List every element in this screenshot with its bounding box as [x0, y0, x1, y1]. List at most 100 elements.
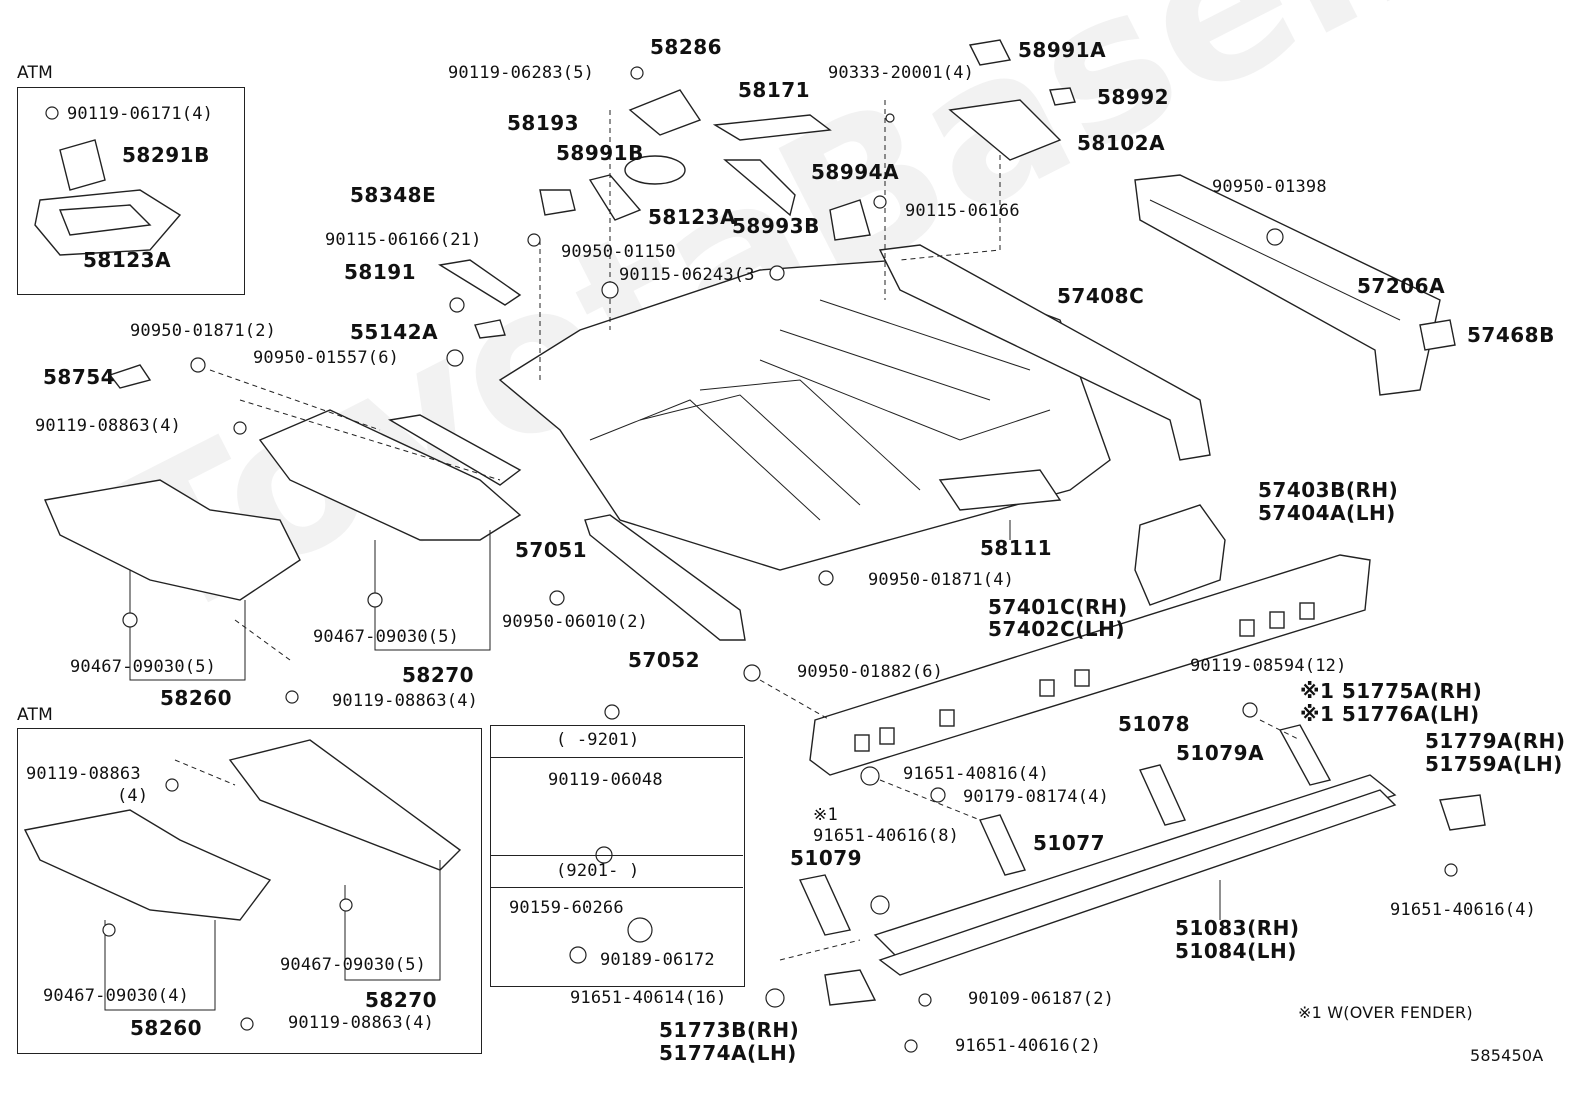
label-90950-01882: 90950-01882(6)	[797, 662, 944, 682]
label-58286: 58286	[650, 35, 723, 59]
label-90109-06187: 90109-06187(2)	[968, 989, 1115, 1009]
bracket-58191	[438, 259, 522, 306]
label-90333-20001: 90333-20001(4)	[828, 63, 975, 83]
label-57468B: 57468B	[1467, 323, 1555, 347]
inset-range-2: (9201- )	[556, 861, 640, 881]
label-90467-09030-b: 90467-09030(5)	[70, 657, 217, 677]
label-51776A: ※1 51776A(LH)	[1300, 702, 1480, 726]
atm-plate-58270	[228, 739, 462, 871]
label-51079: 51079	[790, 846, 863, 870]
label-58191: 58191	[344, 260, 417, 284]
inset-divider-2	[490, 855, 743, 856]
label-58270-a: 58270	[402, 663, 475, 687]
bracket-58993B	[723, 159, 796, 217]
label-57408C: 57408C	[1057, 284, 1145, 308]
member-57408C	[878, 244, 1211, 461]
atm-label-top: ATM	[17, 63, 53, 83]
label-90950-01871-4: 90950-01871(4)	[868, 570, 1015, 590]
label-atm2-qty: (4)	[117, 786, 149, 806]
bar-57052	[584, 514, 746, 641]
label-58994A: 58994A	[811, 160, 900, 184]
label-57051: 57051	[515, 538, 588, 562]
label-51077: 51077	[1033, 831, 1106, 855]
label-91651-40816: 91651-40816(4)	[903, 764, 1050, 784]
plate-58260	[44, 479, 301, 601]
diagram-id: 585450A	[1470, 1046, 1544, 1065]
label-58171: 58171	[738, 78, 811, 102]
end-cap-51773B	[824, 969, 877, 1006]
label-51779A: 51779A(RH)	[1425, 729, 1566, 753]
rail-57206A	[1134, 174, 1441, 396]
step-51083	[873, 774, 1397, 961]
label-58111: 58111	[980, 536, 1053, 560]
label-58348E: 58348E	[350, 183, 437, 207]
bracket-51077	[979, 814, 1026, 876]
ring-58123A	[624, 155, 686, 185]
inset-range-1: ( -9201)	[556, 730, 640, 750]
label-57206A: 57206A	[1357, 274, 1446, 298]
bracket-57403B	[1134, 504, 1226, 606]
label-91651-40616-8: 91651-40616(8)	[813, 826, 960, 846]
bracket-57468B	[1419, 319, 1456, 351]
label-90115-06166: 90115-06166	[905, 201, 1020, 221]
label-58260-a: 58260	[160, 686, 233, 710]
footnote: ※1 W(OVER FENDER)	[1298, 1003, 1473, 1022]
label-58993B: 58993B	[732, 214, 820, 238]
label-atm2-90119-08863-4: 90119-08863(4)	[288, 1013, 435, 1033]
inset-part-90159-60266: 90159-60266	[509, 898, 624, 918]
label-51079A: 51079A	[1176, 741, 1265, 765]
label-58123A-top: 58123A	[648, 205, 737, 229]
atm-label-bottom: ATM	[17, 705, 53, 725]
inset-part-90189-06172: 90189-06172	[600, 950, 715, 970]
inset-part-90119-06048: 90119-06048	[548, 770, 663, 790]
label-51774A: 51774A(LH)	[659, 1041, 797, 1065]
label-57404A: 57404A(LH)	[1258, 501, 1396, 525]
label-atm2-90467-09030-4: 90467-09030(4)	[43, 986, 190, 1006]
label-atm2-58270: 58270	[365, 988, 438, 1012]
label-51083: 51083(RH)	[1175, 916, 1300, 940]
label-atm2-90467-09030-5: 90467-09030(5)	[280, 955, 427, 975]
label-90950-01557: 90950-01557(6)	[253, 348, 400, 368]
label-57052: 57052	[628, 648, 701, 672]
label-90115-06166-21: 90115-06166(21)	[325, 230, 482, 250]
label-91651-40616-2: 91651-40616(2)	[955, 1036, 1102, 1056]
label-atm-58291B: 58291B	[122, 143, 210, 167]
bracket-55142A	[474, 319, 506, 339]
plate-58270	[258, 409, 522, 541]
atm-top-parts	[34, 139, 182, 256]
fasteners	[45, 66, 1458, 1053]
label-58991A: 58991A	[1018, 38, 1107, 62]
inset-divider-3	[490, 887, 743, 888]
label-90950-06010: 90950-06010(2)	[502, 612, 649, 632]
label-90467-09030-a: 90467-09030(5)	[313, 627, 460, 647]
bracket-58193	[539, 189, 576, 216]
label-90115-06243: 90115-06243(3	[619, 265, 755, 285]
bracket-58991B	[588, 174, 642, 221]
bar-57051	[387, 414, 522, 486]
end-cap-51779A	[1439, 794, 1486, 831]
bracket-58992	[1049, 87, 1076, 106]
label-atm2-58260: 58260	[130, 1016, 203, 1040]
plate-58102A	[948, 99, 1062, 161]
label-note1: ※1	[813, 805, 838, 825]
label-90119-08863-b: 90119-08863(4)	[332, 691, 479, 711]
label-90179-08174: 90179-08174(4)	[963, 787, 1110, 807]
label-90119-08594: 90119-08594(12)	[1190, 656, 1347, 676]
label-58754: 58754	[43, 365, 116, 389]
label-57402C: 57402C(LH)	[988, 617, 1126, 641]
bracket-51078	[1139, 764, 1186, 826]
label-90119-06283: 90119-06283(5)	[448, 63, 595, 83]
inset-divider-1	[490, 757, 743, 758]
atm-plate-58260	[23, 809, 272, 921]
atm-box-bottom	[17, 728, 482, 1054]
boot-58286	[628, 89, 702, 136]
label-57401C: 57401C(RH)	[988, 595, 1128, 619]
label-90950-01150: 90950-01150	[561, 242, 676, 262]
atm-box-top	[17, 87, 245, 295]
label-58193: 58193	[507, 111, 580, 135]
label-51773B: 51773B(RH)	[659, 1018, 800, 1042]
plate-58171	[712, 114, 832, 141]
clip-58754	[108, 364, 152, 389]
cover-58994A	[829, 199, 871, 241]
